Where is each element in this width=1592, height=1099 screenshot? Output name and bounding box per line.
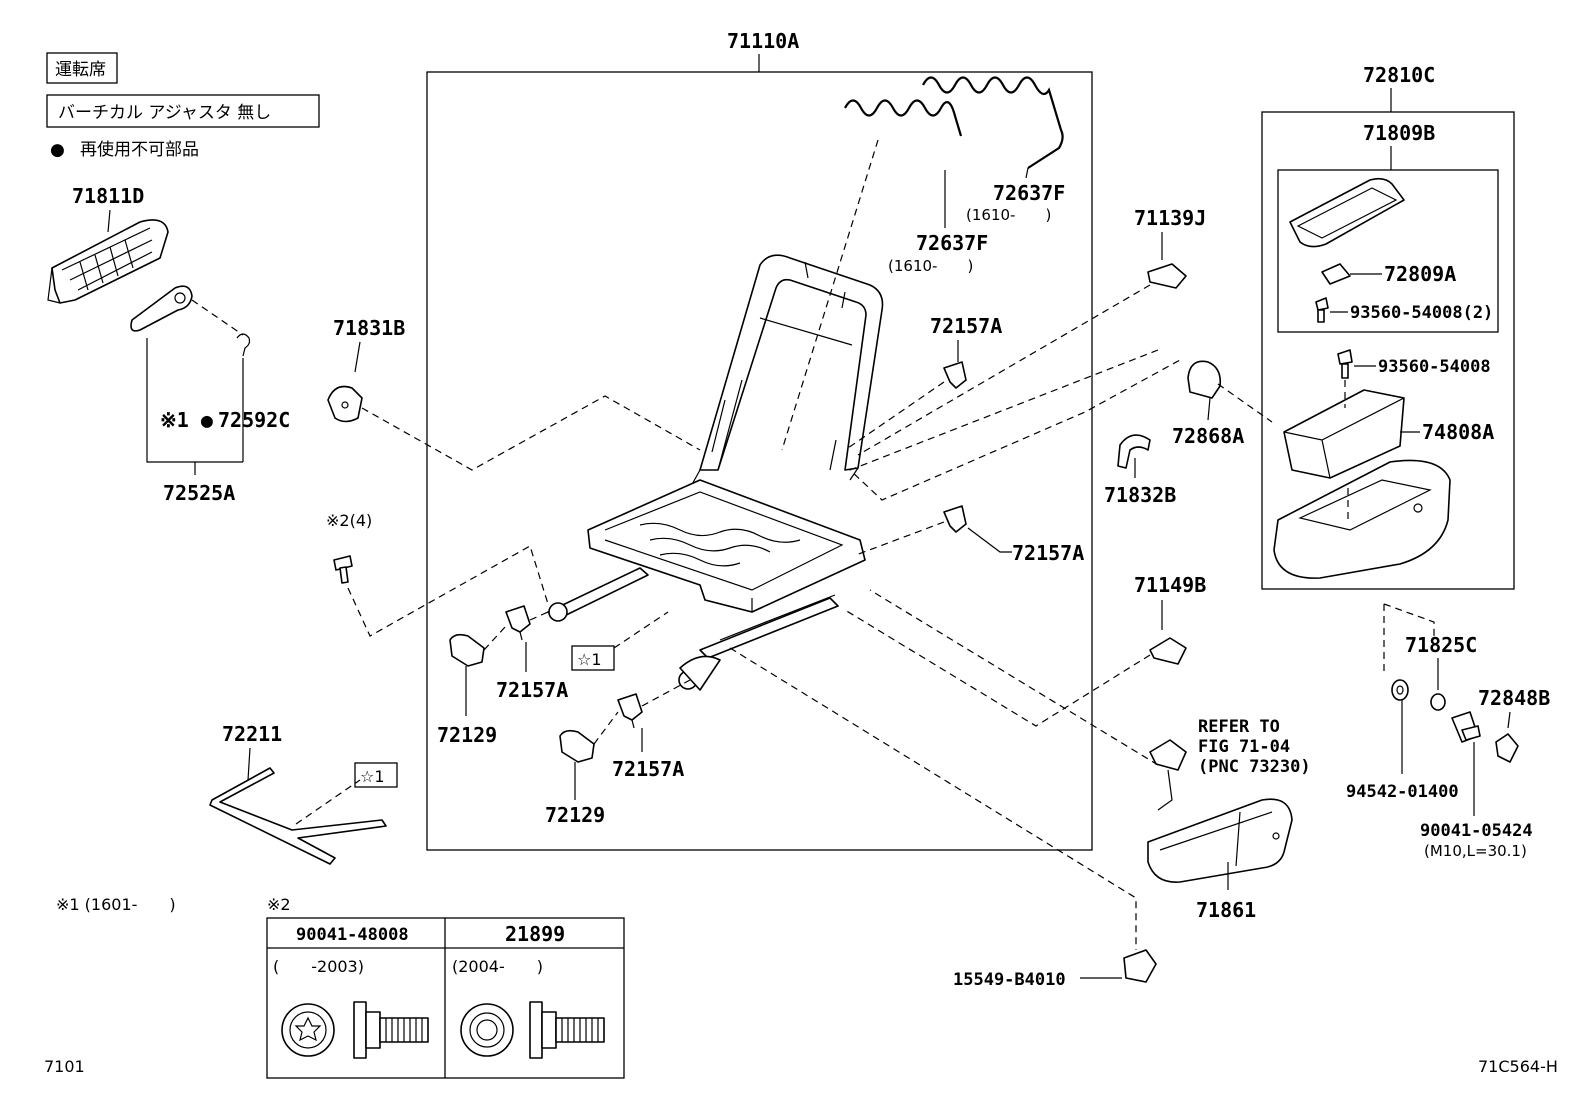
label-72868A[interactable]: 72868A — [1172, 424, 1244, 448]
part-72157A-b: 72157A — [593, 679, 691, 781]
label-72809A[interactable]: 72809A — [1384, 262, 1456, 286]
star1-box-a — [571, 645, 615, 671]
box-71809B — [1277, 169, 1499, 333]
star1-box-b — [354, 762, 398, 788]
bolt-head-round-icon — [460, 1003, 514, 1057]
label-71831B[interactable]: 71831B — [333, 316, 405, 340]
label-71110A[interactable]: 71110A — [727, 29, 799, 53]
label-71811D[interactable]: 71811D — [72, 184, 144, 208]
footnote-2-mark: ※2 — [267, 895, 291, 914]
label-71139J[interactable]: 71139J — [1134, 206, 1206, 230]
part-71139J: 71139J — [857, 206, 1206, 456]
label-72592C[interactable]: 72592C — [218, 408, 290, 432]
label-71149B[interactable]: 71149B — [1134, 573, 1206, 597]
label-star1-a: ☆1 — [577, 650, 602, 669]
page-code-right: 71C564-H — [1478, 1057, 1558, 1076]
seat-frame-illustration — [547, 254, 884, 691]
label-71861[interactable]: 71861 — [1196, 898, 1256, 922]
spring-72637F-a: 72637F (1610- ) — [922, 76, 1065, 224]
table-col2-range: (2004- ) — [452, 957, 543, 976]
label-72592C-prefix: ※1 ● — [160, 408, 213, 432]
label-72211[interactable]: 72211 — [222, 722, 282, 746]
label-72129-b[interactable]: 72129 — [545, 803, 605, 827]
bolt-side-icon — [353, 1001, 429, 1059]
label-90041-05424[interactable]: 90041-05424 — [1420, 821, 1533, 841]
part-72129-b: 72129 — [545, 729, 605, 827]
label-93560-54008[interactable]: 93560-54008 — [1378, 357, 1491, 377]
part-72129-a: 72129 — [437, 633, 497, 747]
label-72848B[interactable]: 72848B — [1478, 686, 1550, 710]
label-93560-54008-2[interactable]: 93560-54008(2) — [1350, 303, 1493, 323]
label-refer-3: (PNC 73230) — [1198, 757, 1311, 777]
label-72157A-c[interactable]: 72157A — [930, 314, 1002, 338]
part-71811D: 71811D — [47, 184, 169, 304]
label-71809B[interactable]: 71809B — [1363, 121, 1435, 145]
part-71861: 71861 — [1147, 798, 1293, 922]
label-refer-1: REFER TO — [1198, 717, 1280, 737]
label-72637F-a-range: (1610- ) — [966, 206, 1051, 224]
part-72211: 72211 ☆1 — [209, 722, 398, 865]
label-star1-b: ☆1 — [360, 767, 385, 786]
table-col1-range: ( -2003) — [273, 957, 364, 976]
label-72637F-b-range: (1610- ) — [888, 257, 973, 275]
label-refer-2: FIG 71-04 — [1198, 737, 1290, 757]
part-72157A-c: 72157A — [847, 314, 1002, 449]
footnotes: ※1 (1601- ) ※2 90041-48008 21899 ( -2003… — [56, 895, 625, 1079]
part-71149B: 71149B — [844, 573, 1206, 727]
legend-bullet: ● — [50, 140, 65, 160]
condition-text: バーチカル アジャスタ 無し — [58, 103, 271, 123]
legend-text: 再使用不可部品 — [80, 139, 199, 160]
bolt-head-star-icon — [281, 1003, 335, 1057]
label-note2-qty: ※2(4) — [326, 511, 372, 530]
part-71831B: 71831B — [327, 316, 701, 471]
part-71825C-group: 71825C 94542-01400 90041-05424 (M10,L=30… — [1346, 603, 1550, 860]
seat-position-text: 運転席 — [55, 60, 106, 80]
part-72157A-a: 72157A — [483, 605, 568, 702]
part-15549-B4010: 15549-B4010 — [729, 647, 1157, 990]
box-72810C — [1261, 111, 1515, 590]
label-74808A[interactable]: 74808A — [1422, 420, 1494, 444]
label-71825C[interactable]: 71825C — [1405, 633, 1477, 657]
part-71832B: 71832B — [1104, 434, 1176, 507]
bolt-side-icon-2 — [529, 1001, 605, 1059]
label-72810C[interactable]: 72810C — [1363, 63, 1435, 87]
label-72129-a[interactable]: 72129 — [437, 723, 497, 747]
assembly-71110A: 71110A — [426, 29, 1093, 851]
label-71832B[interactable]: 71832B — [1104, 483, 1176, 507]
header-notes: 運転席 バーチカル アジャスタ 無し ● 再使用不可部品 — [46, 52, 320, 160]
label-72525A[interactable]: 72525A — [163, 481, 235, 505]
label-72157A-a[interactable]: 72157A — [496, 678, 568, 702]
star1-box-a-group: ☆1 — [571, 611, 669, 671]
label-94542-01400[interactable]: 94542-01400 — [1346, 782, 1459, 802]
label-72637F-a[interactable]: 72637F — [993, 181, 1065, 205]
part-72157A-d: 72157A — [855, 505, 1084, 565]
table-col1-part: 90041-48008 — [296, 925, 409, 945]
label-15549-B4010[interactable]: 15549-B4010 — [953, 970, 1066, 990]
label-72157A-d[interactable]: 72157A — [1012, 541, 1084, 565]
part-72868A: 72868A — [848, 349, 1273, 501]
page-code-left: 7101 — [44, 1057, 85, 1076]
label-72157A-b[interactable]: 72157A — [612, 757, 684, 781]
condition-box — [46, 94, 320, 128]
part-seatbelt-buckle: REFER TO FIG 71-04 (PNC 73230) — [869, 589, 1311, 811]
part-72525A-lever: ※1 ● 72592C 72525A — [130, 285, 290, 505]
footnote-1: ※1 (1601- ) — [56, 895, 176, 914]
table-col2-part: 21899 — [505, 922, 565, 946]
assembly-72810C: 72810C 71809B 72809A 93560-54008(2) 9356… — [1261, 63, 1515, 590]
label-72637F-b[interactable]: 72637F — [916, 231, 988, 255]
seat-position-box — [46, 52, 118, 84]
part-bolt-note2: ※2(4) — [326, 511, 549, 637]
spring-72637F-b: 72637F (1610- ) — [844, 99, 988, 275]
label-90041-05424-spec: (M10,L=30.1) — [1424, 842, 1527, 860]
